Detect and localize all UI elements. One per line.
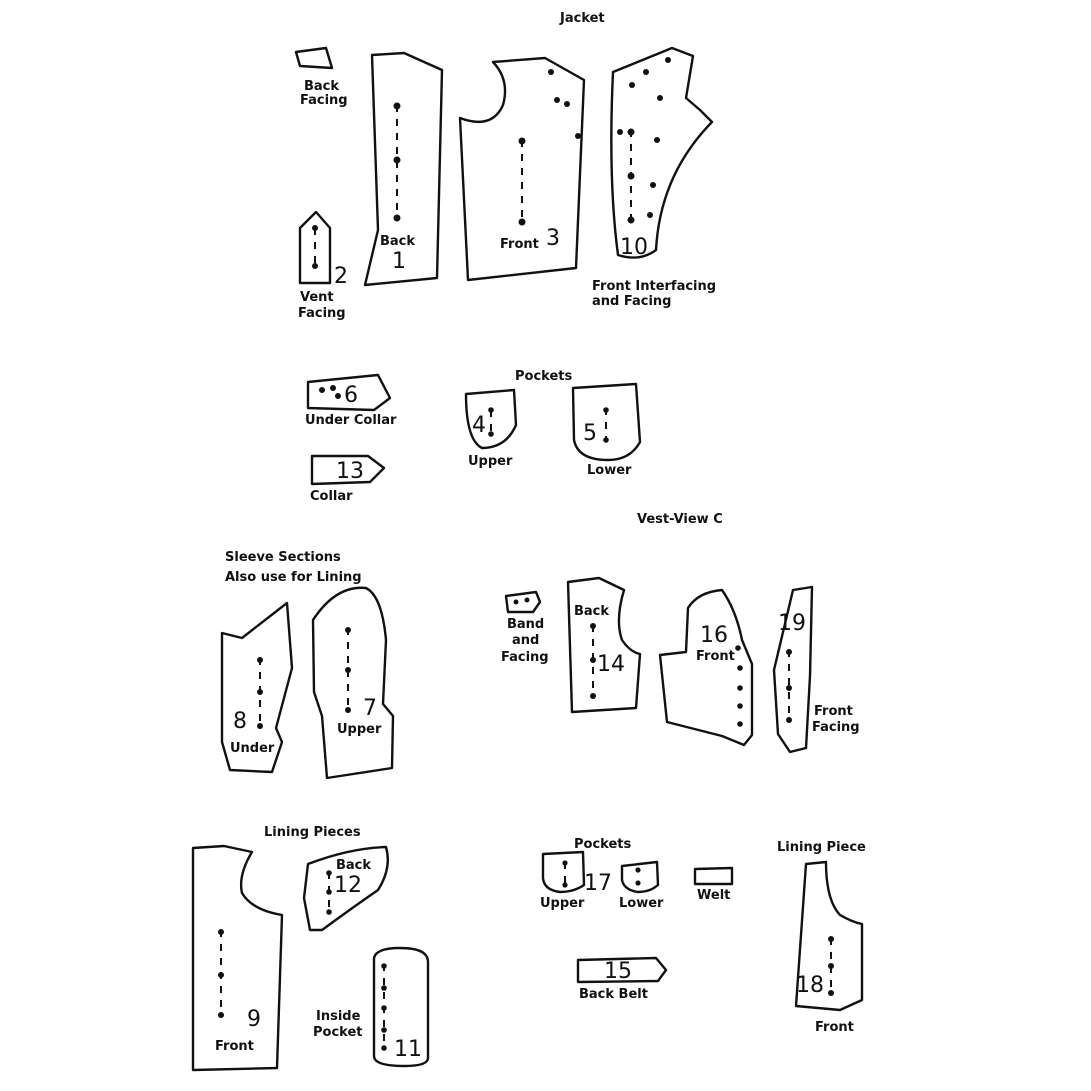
sleeve-heading-2: Also use for Lining [225,570,362,585]
piece-10-number: 10 [620,235,648,260]
piece-10-label-1: Front Interfacing [592,279,716,294]
vest-pockets-heading: Pockets [574,837,631,852]
piece-16-number: 16 [700,623,728,648]
lining-piece-heading: Lining Piece [777,840,866,855]
piece-7-number: 7 [363,696,377,721]
piece-welt: Welt [693,866,734,903]
piece-13-label: Collar [310,489,353,504]
piece-19-label-1: Front [814,704,853,719]
piece-14-vest-back: Back 14 [566,576,642,714]
piece-10-label-2: and Facing [592,294,671,309]
piece-9-label: Front [215,1039,254,1054]
piece-back-facing: Back Facing [294,46,348,108]
piece-3-number: 3 [546,226,560,251]
piece-16-vest-front: 16 Front [658,588,754,747]
band-label-2: and [512,633,539,648]
piece-7-upper-sleeve: 7 Upper [311,586,395,780]
piece-3-label: Front [500,237,539,252]
piece-band-and-facing: Band and Facing [501,590,549,665]
piece-15-back-belt: 15 Back Belt [576,956,668,1002]
piece-11-number: 11 [394,1037,422,1062]
piece-14-number: 14 [597,652,625,677]
piece-18-label: Front [815,1020,854,1035]
piece-11-label-2: Pocket [313,1025,363,1040]
jacket-heading: Jacket [559,11,605,26]
jacket-pockets-heading: Pockets [515,369,572,384]
piece-2-label-1: Vent [300,290,334,305]
piece-19-number: 19 [778,611,806,636]
piece-19-front-facing: 19 Front Facing [772,585,860,754]
piece-17-upper-pocket: 17 Upper [540,850,612,911]
lining-pieces-heading: Lining Pieces [264,825,361,840]
piece-5-label: Lower [587,463,632,478]
back-facing-label-1: Back [304,79,339,94]
welt-label: Welt [697,888,730,903]
piece-18-number: 18 [796,973,824,998]
piece-6-number: 6 [344,383,358,408]
piece-9-number: 9 [247,1007,261,1032]
piece-6-under-collar: 6 Under Collar [305,373,397,428]
vest-heading: Vest-View C [637,512,723,527]
piece-14-label: Back [574,604,609,619]
piece-17-upper-label: Upper [540,896,585,911]
piece-17-number: 17 [584,871,612,896]
piece-6-label: Under Collar [305,413,397,428]
piece-4-number: 4 [472,413,486,438]
piece-17-lower-label: Lower [619,896,664,911]
piece-9-lining-front: 9 Front [191,844,284,1072]
piece-15-number: 15 [604,959,632,984]
piece-12-lining-back: Back 12 [302,845,389,932]
piece-19-label-2: Facing [812,720,860,735]
piece-2-number: 2 [334,264,348,289]
band-label-1: Band [507,617,544,632]
piece-5-number: 5 [583,421,597,446]
sleeve-heading-1: Sleeve Sections [225,550,341,565]
piece-8-number: 8 [233,709,247,734]
piece-1-back: Back 1 [363,51,444,287]
piece-2-label-2: Facing [298,306,346,321]
piece-5-lower-pocket: 5 Lower [571,382,642,478]
piece-13-number: 13 [336,459,364,484]
piece-15-label: Back Belt [579,987,648,1002]
piece-1-label: Back [380,234,415,249]
piece-4-upper-pocket: 4 Upper [464,388,518,469]
piece-8-under-sleeve: 8 Under [220,601,294,774]
piece-12-number: 12 [334,873,362,898]
band-label-3: Facing [501,650,549,665]
piece-16-label: Front [696,649,735,664]
piece-11-label-1: Inside [316,1009,361,1024]
piece-3-front: Front 3 [458,56,586,282]
piece-18-lining: 18 Front [794,860,864,1035]
piece-13-collar: 13 Collar [310,454,386,504]
piece-11-inside-pocket: 11 Inside Pocket [313,946,430,1068]
piece-7-label: Upper [337,722,382,737]
piece-10-front-interfacing: 10 Front Interfacing and Facing [592,46,716,309]
piece-8-label: Under [230,741,275,756]
piece-2-vent-facing: 2 Vent Facing [298,210,348,321]
piece-12-label: Back [336,858,371,873]
back-facing-label-2: Facing [300,93,348,108]
piece-17-lower-pocket: Lower [619,860,664,911]
piece-1-number: 1 [392,249,406,274]
piece-4-label: Upper [468,454,513,469]
